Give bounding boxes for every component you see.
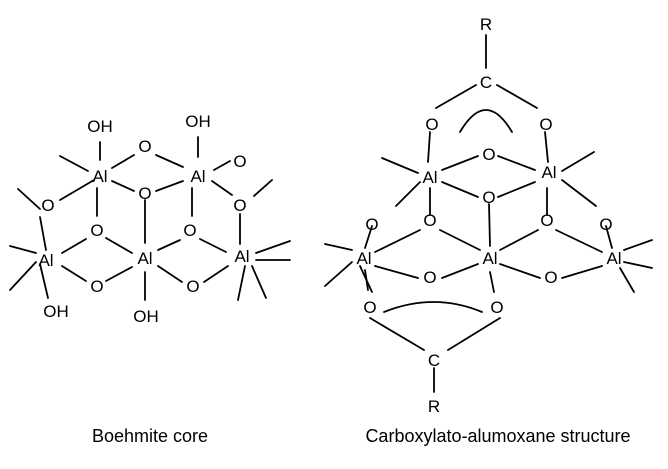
atom-oh-top-right: OH xyxy=(185,112,211,131)
carboxylato-alumoxane-diagram: R C O O O Al Al O O O O O Al Al Al O O O… xyxy=(324,15,653,446)
atom-al-upper-left: Al xyxy=(92,167,107,186)
atom-oh-top-left: OH xyxy=(87,117,113,136)
atom-o: O xyxy=(482,188,495,207)
boehmite-core-diagram: OH OH O Al Al O O O O O O Al Al Al O O O… xyxy=(9,112,291,446)
atom-o: O xyxy=(90,221,103,240)
atom-o: O xyxy=(365,215,378,234)
atom-al-lower-right: Al xyxy=(234,247,249,266)
atom-oh-bottom-center: OH xyxy=(133,307,159,326)
atom-o: O xyxy=(540,211,553,230)
alumoxane-atoms: R C O O O Al Al O O O O O Al Al Al O O O… xyxy=(356,15,621,416)
atom-o: O xyxy=(90,277,103,296)
atom-c-bottom: C xyxy=(428,351,440,370)
atom-o: O xyxy=(599,215,612,234)
atom-o: O xyxy=(423,211,436,230)
atom-al-upper-right: Al xyxy=(541,163,556,182)
atom-o: O xyxy=(363,298,376,317)
atom-o: O xyxy=(490,298,503,317)
atom-o: O xyxy=(233,196,246,215)
atom-o: O xyxy=(233,152,246,171)
atom-o: O xyxy=(41,196,54,215)
atom-al-upper-right: Al xyxy=(190,167,205,186)
atom-o: O xyxy=(425,115,438,134)
atom-r-bottom: R xyxy=(428,397,440,416)
atom-o: O xyxy=(138,137,151,156)
atom-al-lower-center: Al xyxy=(482,249,497,268)
atom-al-lower-right: Al xyxy=(606,249,621,268)
atom-c-top: C xyxy=(480,73,492,92)
caption-boehmite-core: Boehmite core xyxy=(92,426,208,446)
atom-o: O xyxy=(482,145,495,164)
atom-oh-bottom-left: OH xyxy=(43,302,69,321)
atom-al-lower-center: Al xyxy=(137,249,152,268)
atom-al-upper-left: Al xyxy=(422,168,437,187)
atom-o: O xyxy=(183,221,196,240)
atom-o: O xyxy=(544,268,557,287)
alumoxane-bonds xyxy=(324,34,653,393)
atom-o: O xyxy=(423,268,436,287)
boehmite-atoms: OH OH O Al Al O O O O O O Al Al Al O O O… xyxy=(38,112,249,326)
atom-o: O xyxy=(539,115,552,134)
atom-o: O xyxy=(186,277,199,296)
atom-r-top: R xyxy=(480,15,492,34)
boehmite-bonds xyxy=(9,136,291,301)
atom-al-lower-left: Al xyxy=(38,251,53,270)
caption-carboxylato-alumoxane: Carboxylato-alumoxane structure xyxy=(365,426,630,446)
atom-al-lower-left: Al xyxy=(356,249,371,268)
atom-o: O xyxy=(138,184,151,203)
